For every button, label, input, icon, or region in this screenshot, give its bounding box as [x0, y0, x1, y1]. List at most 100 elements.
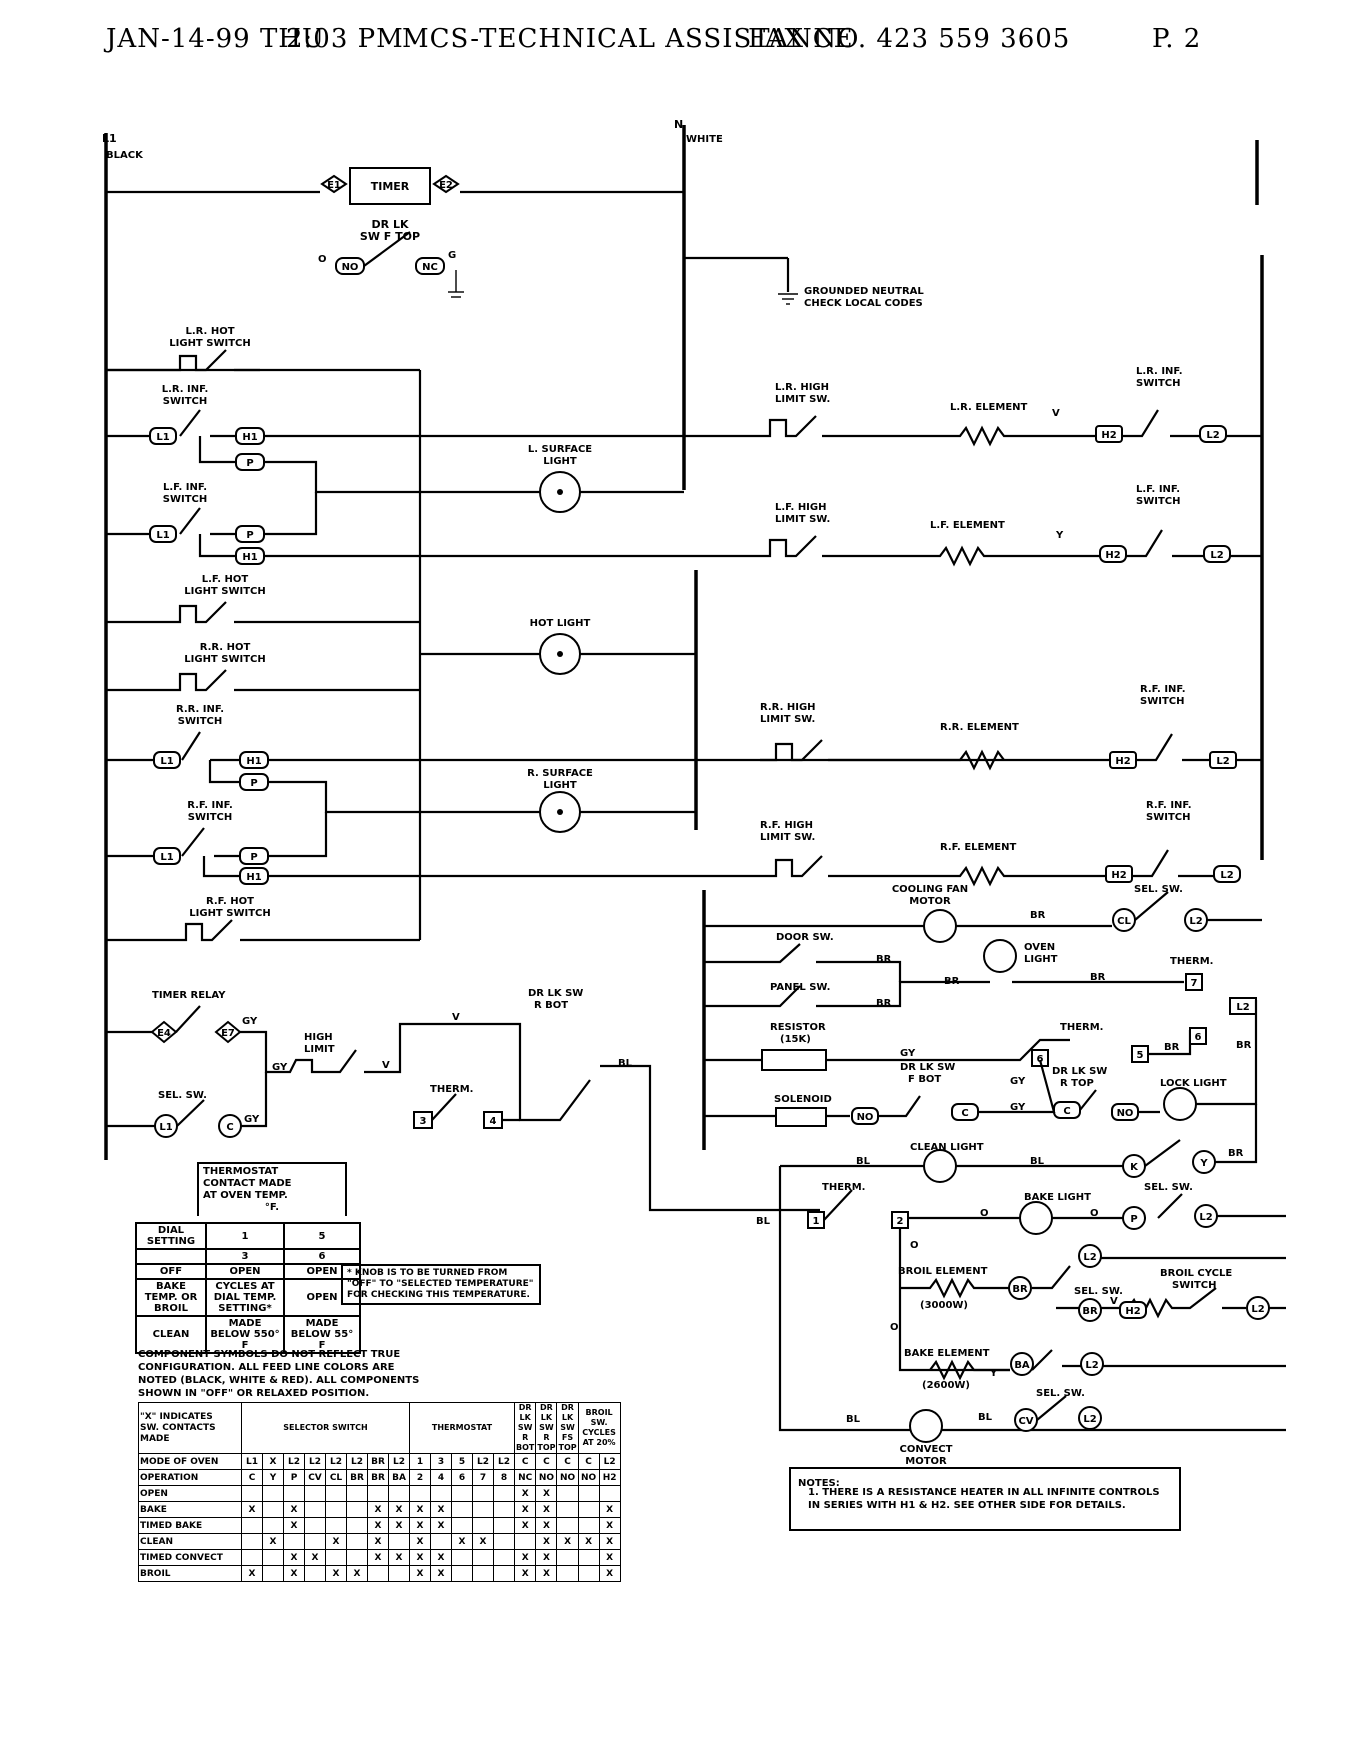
contact-open-cell: [304, 1533, 326, 1550]
bake-l2-term: L2: [1199, 1212, 1212, 1223]
contact-open-cell: [472, 1485, 494, 1502]
mode-name: TIMED CONVECT: [138, 1549, 242, 1566]
clean-light-label: CLEAN LIGHT: [910, 1142, 984, 1153]
therm-term-7: 6: [1195, 1032, 1202, 1043]
hl-gy: GY: [272, 1062, 288, 1073]
mode-name: OPEN: [138, 1485, 242, 1502]
fax-page-number: P. 2: [1152, 24, 1202, 54]
rf-right-inf-1: R.F. INF.: [1146, 800, 1192, 811]
rr-h2-term: H2: [1115, 756, 1130, 767]
drlk-bl: BL: [618, 1058, 633, 1069]
switch-col-label: 4: [430, 1469, 452, 1486]
contact-open-cell: [346, 1549, 368, 1566]
contact-open-cell: [493, 1501, 515, 1518]
contact-made-mark: X: [241, 1501, 263, 1518]
lf-l1-term: L1: [156, 530, 169, 541]
contact-open-cell: [451, 1517, 473, 1534]
contact-open-cell: [325, 1549, 347, 1566]
rf-high-1: R.F. HIGH: [760, 820, 813, 831]
therm-cell: 6: [283, 1248, 361, 1265]
lr-p-term: P: [246, 458, 253, 469]
therm-term-8: 7: [1191, 978, 1198, 989]
r-surface-light-1: R. SURFACE: [527, 768, 593, 779]
contact-made-mark: X: [535, 1549, 558, 1566]
therm-table-title: THERMOSTAT CONTACT MADE AT OVEN TEMP. °F…: [197, 1162, 347, 1216]
dr-lk-f-top-2: SW F TOP: [360, 230, 420, 243]
fax-time: 2:03 PM: [286, 24, 404, 54]
switch-col-label: 5: [451, 1453, 473, 1470]
bake-o-2: O: [1090, 1208, 1099, 1219]
broil-l2-term: L2: [1083, 1252, 1096, 1263]
contact-open-cell: [304, 1565, 326, 1582]
therm-title-3: AT OVEN TEMP.: [203, 1190, 288, 1201]
conv-l2-term: L2: [1083, 1414, 1096, 1425]
grounded-neutral-2: CHECK LOCAL CODES: [804, 298, 923, 309]
contact-made-mark: X: [346, 1565, 368, 1582]
therm-br: BR: [1164, 1042, 1180, 1053]
rf-hot-2: LIGHT SWITCH: [189, 908, 270, 919]
rr-element: R.R. ELEMENT: [940, 722, 1019, 733]
timer-relay-label: TIMER RELAY: [152, 990, 226, 1001]
solenoid-no: NO: [857, 1112, 874, 1123]
clean-y-term: Y: [1199, 1158, 1208, 1169]
relay-gy: GY: [242, 1016, 258, 1027]
switch-col-label: H2: [598, 1469, 621, 1486]
contact-made-mark: X: [535, 1533, 558, 1550]
rr-right-inf-1: R.F. INF.: [1140, 684, 1186, 695]
door-br: BR: [876, 954, 892, 965]
therm-left: THERM.: [430, 1084, 473, 1095]
broil-cycle-2: SWITCH: [1172, 1280, 1216, 1291]
fan-cl-term: CL: [1117, 916, 1131, 927]
broil-element-2: (3000W): [920, 1300, 968, 1311]
lf-hot-1: L.F. HOT: [202, 574, 249, 585]
rf-p-term: P: [250, 852, 257, 863]
lr-high-1: L.R. HIGH: [775, 382, 829, 393]
therm-cell: DIAL SETTING: [135, 1222, 207, 1250]
sel-sw-c: C: [226, 1122, 233, 1133]
lr-l2-term: L2: [1206, 430, 1219, 441]
fan-l2-term: L2: [1189, 916, 1202, 927]
therm-title-2: CONTACT MADE: [203, 1178, 292, 1189]
lf-hot-2: LIGHT SWITCH: [184, 586, 265, 597]
contact-made-mark: X: [430, 1549, 452, 1566]
mode-name: BROIL: [138, 1565, 242, 1582]
branch-o-1: O: [910, 1240, 919, 1251]
contact-made-mark: X: [598, 1501, 621, 1518]
mode-label: MODE OF OVEN: [138, 1453, 242, 1470]
grounded-neutral-1: GROUNDED NEUTRAL: [804, 286, 924, 297]
contact-made-mark: X: [430, 1501, 452, 1518]
switch-group-header: DR LK SW FS TOP: [556, 1402, 579, 1454]
contact-made-mark: X: [430, 1517, 452, 1534]
lr-inf-2: SWITCH: [163, 396, 207, 407]
therm-cell: OPEN: [205, 1263, 285, 1280]
contact-made-mark: X: [513, 1485, 537, 1502]
therm-term-3: 3: [420, 1116, 427, 1127]
switch-col-label: C: [513, 1453, 537, 1470]
door-sw: DOOR SW.: [776, 932, 834, 943]
oven-control-left: TIMER RELAY E4 E7 GY HIGH LIMIT GY V V D…: [106, 988, 820, 1212]
panel-sw: PANEL SW.: [770, 982, 830, 993]
contact-open-cell: [283, 1485, 305, 1502]
switch-col-label: 1: [409, 1453, 431, 1470]
switch-col-label: 8: [493, 1469, 515, 1486]
broil-cycle-l2: L2: [1251, 1304, 1264, 1315]
switch-col-label: NO: [556, 1469, 579, 1486]
lf-wire-y: Y: [1055, 530, 1064, 541]
rf-l2-term: L2: [1220, 870, 1233, 881]
rr-inf-2: SWITCH: [178, 716, 222, 727]
broil-element-1: BROIL ELEMENT: [898, 1266, 988, 1277]
therm-lower: THERM.: [822, 1182, 865, 1193]
convect-motor-1: CONVECT: [900, 1444, 953, 1455]
lf-l2-term: L2: [1210, 550, 1223, 561]
rf-element: R.F. ELEMENT: [940, 842, 1017, 853]
therm-cell: MADE BELOW 550° F: [205, 1315, 285, 1354]
contact-made-mark: X: [325, 1533, 347, 1550]
switch-col-label: CV: [304, 1469, 326, 1486]
lr-element: L.R. ELEMENT: [950, 402, 1028, 413]
